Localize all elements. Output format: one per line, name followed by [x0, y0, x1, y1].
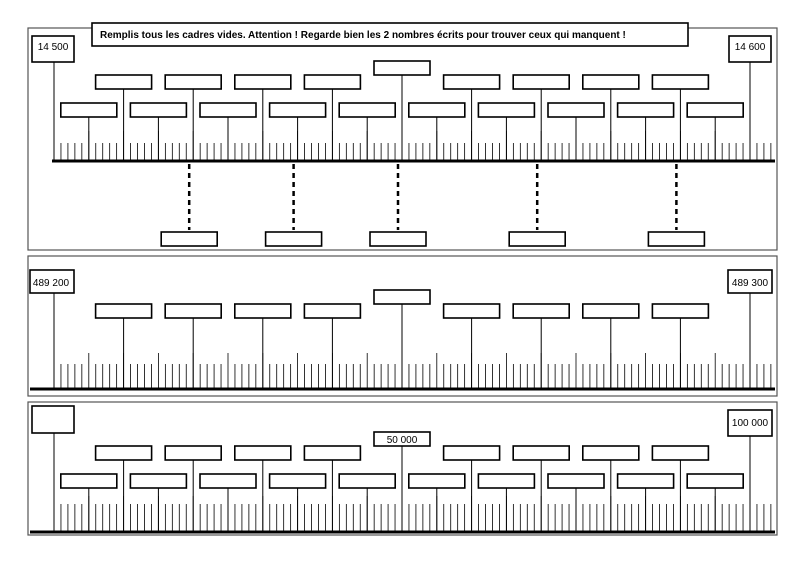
fives-answer-box[interactable] — [477, 102, 536, 118]
tens-answer-box[interactable] — [303, 303, 362, 319]
lower-answer-box[interactable] — [647, 231, 706, 247]
middle-value-box[interactable] — [373, 289, 431, 305]
lower-answer-box[interactable] — [160, 231, 218, 247]
tens-answer-box[interactable] — [442, 74, 501, 90]
tens-answer-box[interactable] — [442, 445, 501, 461]
fives-answer-box[interactable] — [547, 102, 605, 118]
fives-answer-box[interactable] — [477, 473, 536, 489]
tens-answer-box[interactable] — [512, 445, 571, 461]
line-3-middle-label: 50 000 — [387, 435, 418, 446]
tens-answer-box[interactable] — [164, 303, 222, 319]
start-value-box[interactable] — [31, 405, 75, 434]
fives-answer-box[interactable] — [268, 102, 327, 118]
fives-answer-box[interactable] — [59, 102, 118, 118]
fives-answer-box[interactable] — [547, 473, 605, 489]
tens-answer-box[interactable] — [234, 303, 292, 319]
tens-answer-box[interactable] — [303, 445, 362, 461]
tens-answer-box[interactable] — [651, 303, 710, 319]
fives-answer-box[interactable] — [338, 102, 397, 118]
tens-answer-box[interactable] — [581, 303, 640, 319]
number-line-3 — [30, 405, 775, 534]
lower-answer-box[interactable] — [508, 231, 567, 247]
tens-answer-box[interactable] — [651, 445, 710, 461]
middle-value-box[interactable] — [373, 431, 431, 447]
tens-answer-box[interactable] — [651, 74, 710, 90]
end-value-box[interactable] — [728, 35, 772, 63]
line-3-end-label: 100 000 — [732, 418, 769, 429]
middle-value-box[interactable] — [373, 60, 431, 76]
line-1-end-label: 14 600 — [735, 42, 766, 53]
fives-answer-box[interactable] — [616, 102, 675, 118]
tens-answer-box[interactable] — [581, 74, 640, 90]
start-value-box[interactable] — [29, 269, 75, 294]
fives-answer-box[interactable] — [59, 473, 118, 489]
fives-answer-box[interactable] — [407, 473, 466, 489]
fives-answer-box[interactable] — [199, 102, 257, 118]
lower-answer-box[interactable] — [264, 231, 323, 247]
end-value-box[interactable] — [727, 409, 773, 437]
fives-answer-box[interactable] — [268, 473, 327, 489]
tens-answer-box[interactable] — [581, 445, 640, 461]
fives-answer-box[interactable] — [686, 473, 745, 489]
tens-answer-box[interactable] — [234, 74, 292, 90]
line-1-start-label: 14 500 — [38, 42, 69, 53]
fives-answer-box[interactable] — [129, 102, 188, 118]
start-value-box[interactable] — [31, 35, 75, 63]
number-line-1 — [31, 35, 775, 247]
tens-answer-box[interactable] — [94, 445, 153, 461]
tens-answer-box[interactable] — [94, 303, 153, 319]
line-2-start-label: 489 200 — [33, 278, 70, 289]
fives-answer-box[interactable] — [616, 473, 675, 489]
fives-answer-box[interactable] — [199, 473, 257, 489]
fives-answer-box[interactable] — [686, 102, 745, 118]
end-value-box[interactable] — [727, 269, 773, 294]
fives-answer-box[interactable] — [129, 473, 188, 489]
tens-answer-box[interactable] — [512, 74, 571, 90]
line-2-end-label: 489 300 — [732, 278, 769, 289]
tens-answer-box[interactable] — [303, 74, 362, 90]
number-line-2 — [29, 269, 775, 391]
tens-answer-box[interactable] — [164, 445, 222, 461]
tens-answer-box[interactable] — [234, 445, 292, 461]
instruction-box — [91, 22, 689, 47]
tens-answer-box[interactable] — [164, 74, 222, 90]
tens-answer-box[interactable] — [512, 303, 571, 319]
lower-answer-box[interactable] — [369, 231, 427, 247]
instruction-text: Remplis tous les cadres vides. Attention… — [100, 30, 626, 41]
tens-answer-box[interactable] — [94, 74, 153, 90]
fives-answer-box[interactable] — [338, 473, 397, 489]
fives-answer-box[interactable] — [407, 102, 466, 118]
tens-answer-box[interactable] — [442, 303, 501, 319]
